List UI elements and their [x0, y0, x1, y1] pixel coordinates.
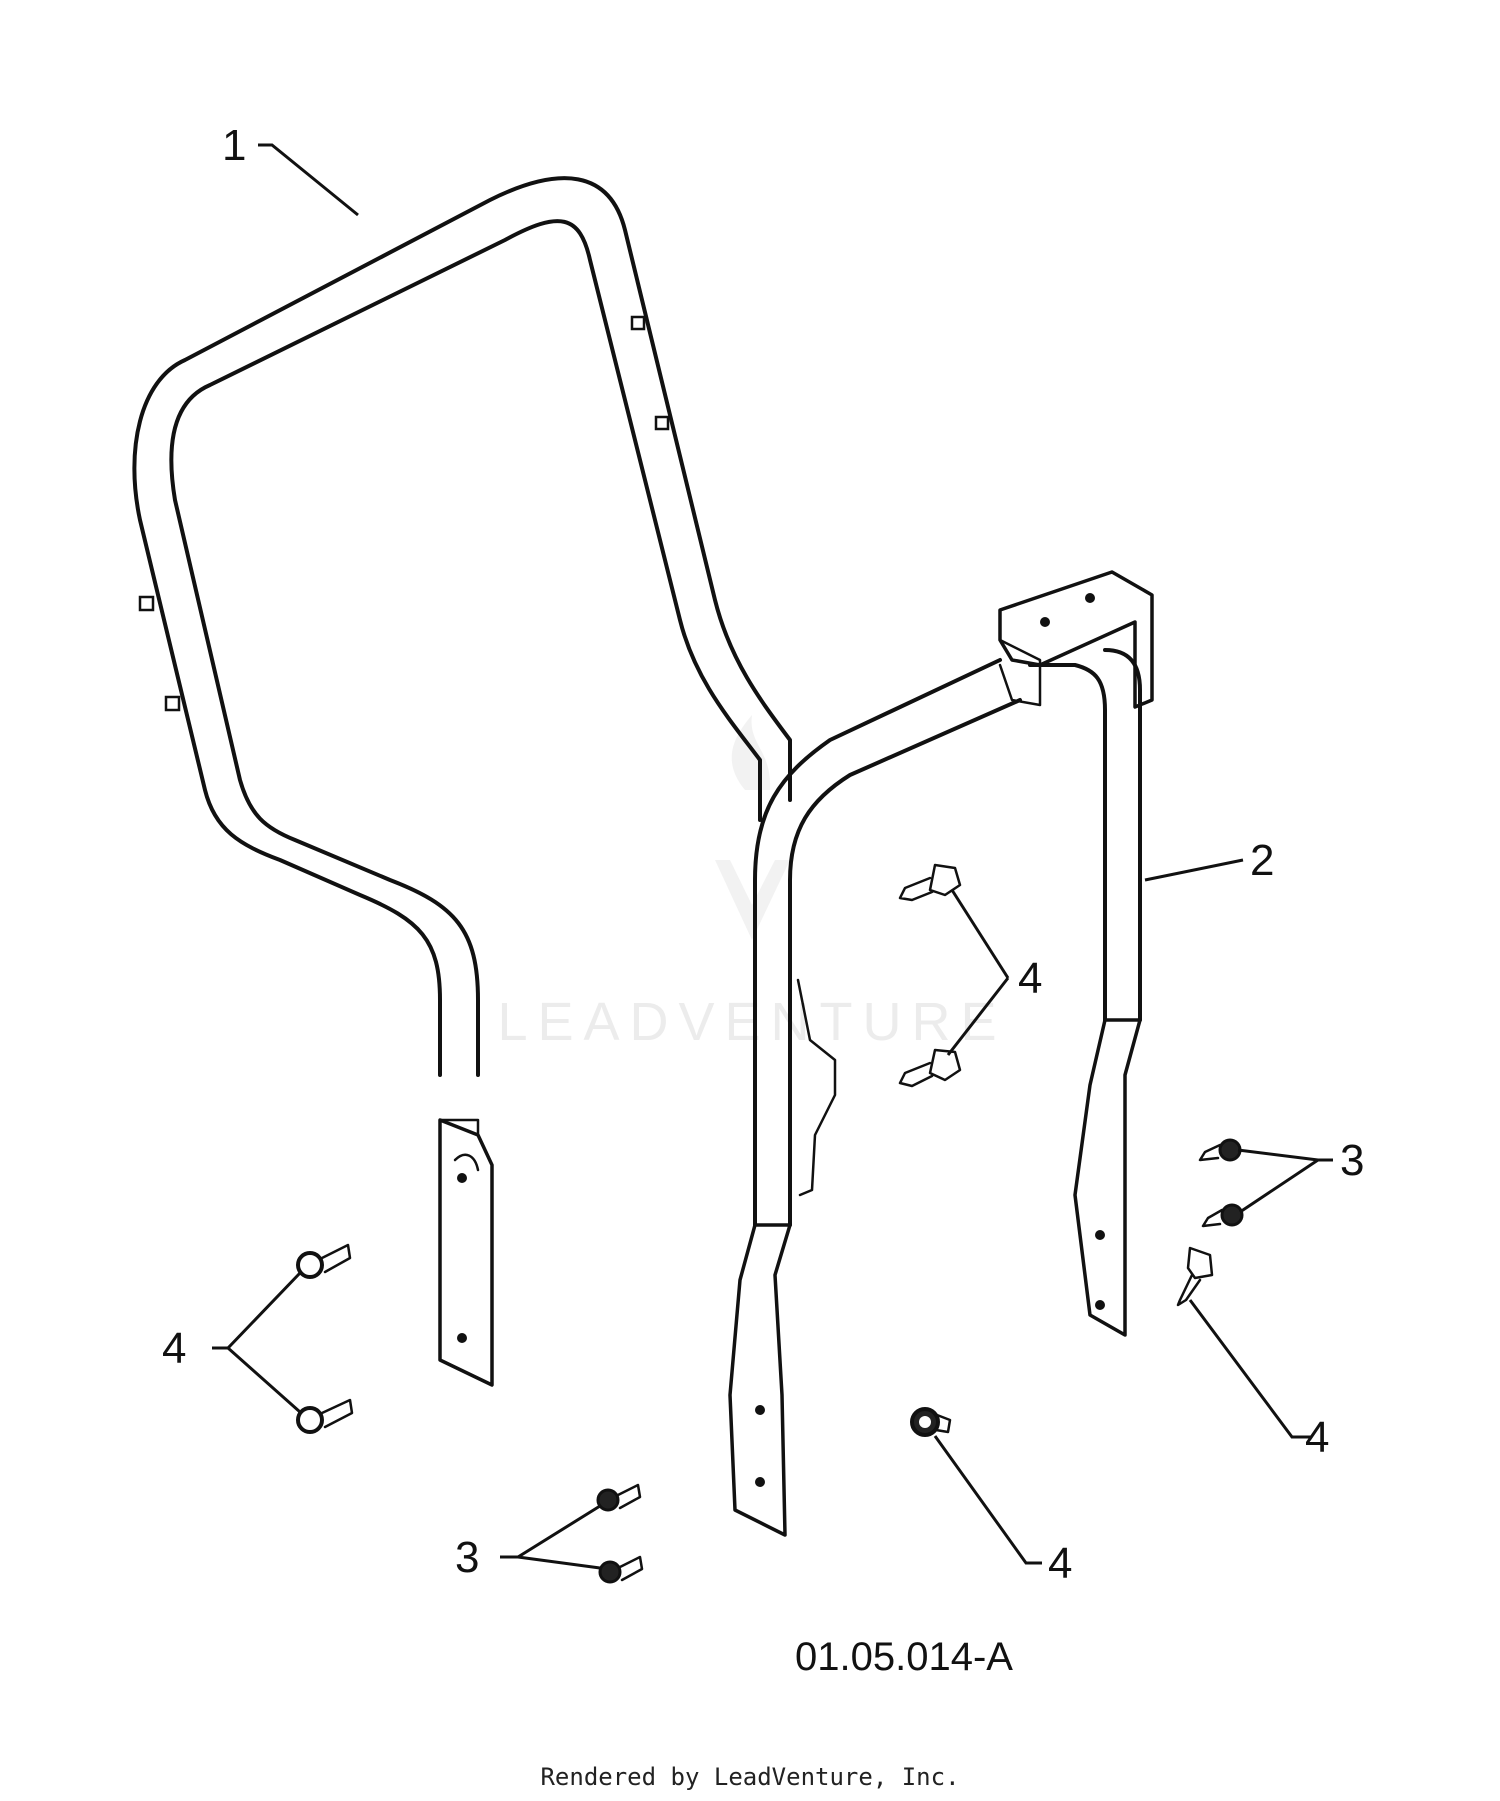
figure-code: 01.05.014-A [795, 1635, 1013, 1679]
callout-part-2: 2 [1250, 836, 1274, 885]
leader-lines [212, 143, 1333, 1570]
part-1-roll-bar [132, 176, 792, 1387]
callout-part-4-center: 4 [1018, 954, 1042, 1003]
fastener-bottom-4 [910, 1407, 952, 1437]
callout-part-1: 1 [222, 121, 246, 170]
fastener-group-left-3 [596, 1483, 644, 1584]
callout-part-4-bottom: 4 [1048, 1539, 1072, 1588]
part-2-support-frame [728, 570, 1154, 1537]
callout-part-3-right: 3 [1340, 1136, 1364, 1185]
callout-part-4-left: 4 [162, 1324, 186, 1373]
watermark-text: LEADVENTURE [497, 992, 1006, 1052]
fastener-group-right-3 [1198, 1138, 1244, 1228]
fastener-group-left-4 [296, 1243, 354, 1434]
fastener-right-4 [1176, 1246, 1214, 1307]
callout-part-3-left: 3 [455, 1533, 479, 1582]
footer-credit: Rendered by LeadVenture, Inc. [540, 1763, 959, 1791]
callout-part-4-right: 4 [1305, 1413, 1329, 1462]
